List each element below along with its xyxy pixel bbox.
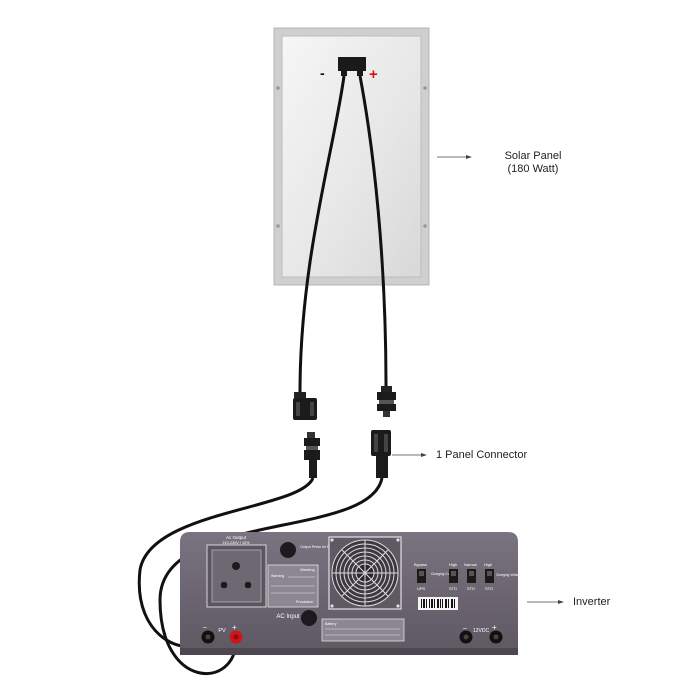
negative-connector-lower	[304, 432, 320, 478]
panel-positive-cable	[358, 75, 388, 387]
ac-output-label: Ac Output	[226, 535, 247, 540]
positive-connector-lower	[371, 430, 391, 478]
precaution-label: Precaution	[296, 600, 313, 604]
battery-sticker	[321, 618, 405, 642]
warning-title: Warning	[300, 567, 315, 572]
ac-input-socket[interactable]	[301, 610, 317, 626]
dc-minus-label: –	[463, 625, 467, 632]
narrow-label: Narrow	[464, 562, 477, 567]
ups-label: UPS	[417, 586, 426, 591]
cooling-fan	[328, 536, 402, 610]
junction-box	[338, 57, 366, 76]
dc-plus-label: +	[492, 623, 497, 632]
battery-range-std-label: STD	[467, 586, 475, 591]
pv-positive-cable	[158, 477, 384, 675]
positive-connector-upper	[377, 386, 396, 417]
panel-minus-terminal-label: -	[320, 65, 325, 81]
bypass-ups-switch[interactable]	[417, 569, 426, 583]
battery-sticker-label: Battery	[325, 622, 337, 626]
charging-voltage-std-label: STD	[485, 586, 493, 591]
output-restart-button[interactable]	[280, 542, 296, 558]
warning-line-label: Warning	[271, 574, 284, 578]
panel-negative-cable	[298, 75, 346, 393]
pv-minus-label: –	[203, 624, 207, 631]
solar-panel-wattage: (180 Watt)	[507, 163, 559, 175]
pv-negative-cable	[137, 477, 315, 648]
charging-current-switch[interactable]	[449, 569, 458, 583]
ac-output-rating: 210-230V / 10%	[222, 541, 250, 545]
charging-current-std-label: STD	[449, 586, 457, 591]
ac-output-socket	[206, 544, 267, 608]
charging-voltage-label: Charging Voltage	[496, 573, 521, 577]
charging-current-high-label: High	[449, 562, 457, 567]
panel-connector-callout-arrow	[392, 453, 427, 457]
pv-label: PV	[218, 628, 226, 634]
dc-label: 12VDC	[473, 628, 490, 634]
panel-plus-terminal-label: +	[369, 66, 378, 83]
battery-range-switch[interactable]	[467, 569, 476, 583]
charging-voltage-high-label: High	[484, 562, 492, 567]
panel-connector-label: 1 Panel Connector	[436, 449, 528, 461]
warning-sticker	[267, 564, 319, 608]
inverter-callout-arrow	[527, 600, 564, 604]
charging-voltage-switch[interactable]	[485, 569, 494, 583]
solar-panel-label: Solar Panel (180 Watt)	[488, 150, 578, 176]
negative-connector-upper	[293, 392, 317, 420]
charging-current-label: Charging Current	[431, 572, 456, 576]
output-restart-label: Output Press for Restart	[300, 545, 339, 549]
inverter-label: Inverter	[573, 596, 611, 608]
bypass-label: Bypass	[414, 562, 427, 567]
pv-plus-label: +	[232, 623, 237, 632]
barcode-sticker	[418, 597, 458, 610]
ac-input-label: AC Input	[276, 614, 300, 620]
solar-panel-callout-arrow	[437, 155, 472, 159]
solar-panel-title: Solar Panel	[504, 150, 562, 162]
